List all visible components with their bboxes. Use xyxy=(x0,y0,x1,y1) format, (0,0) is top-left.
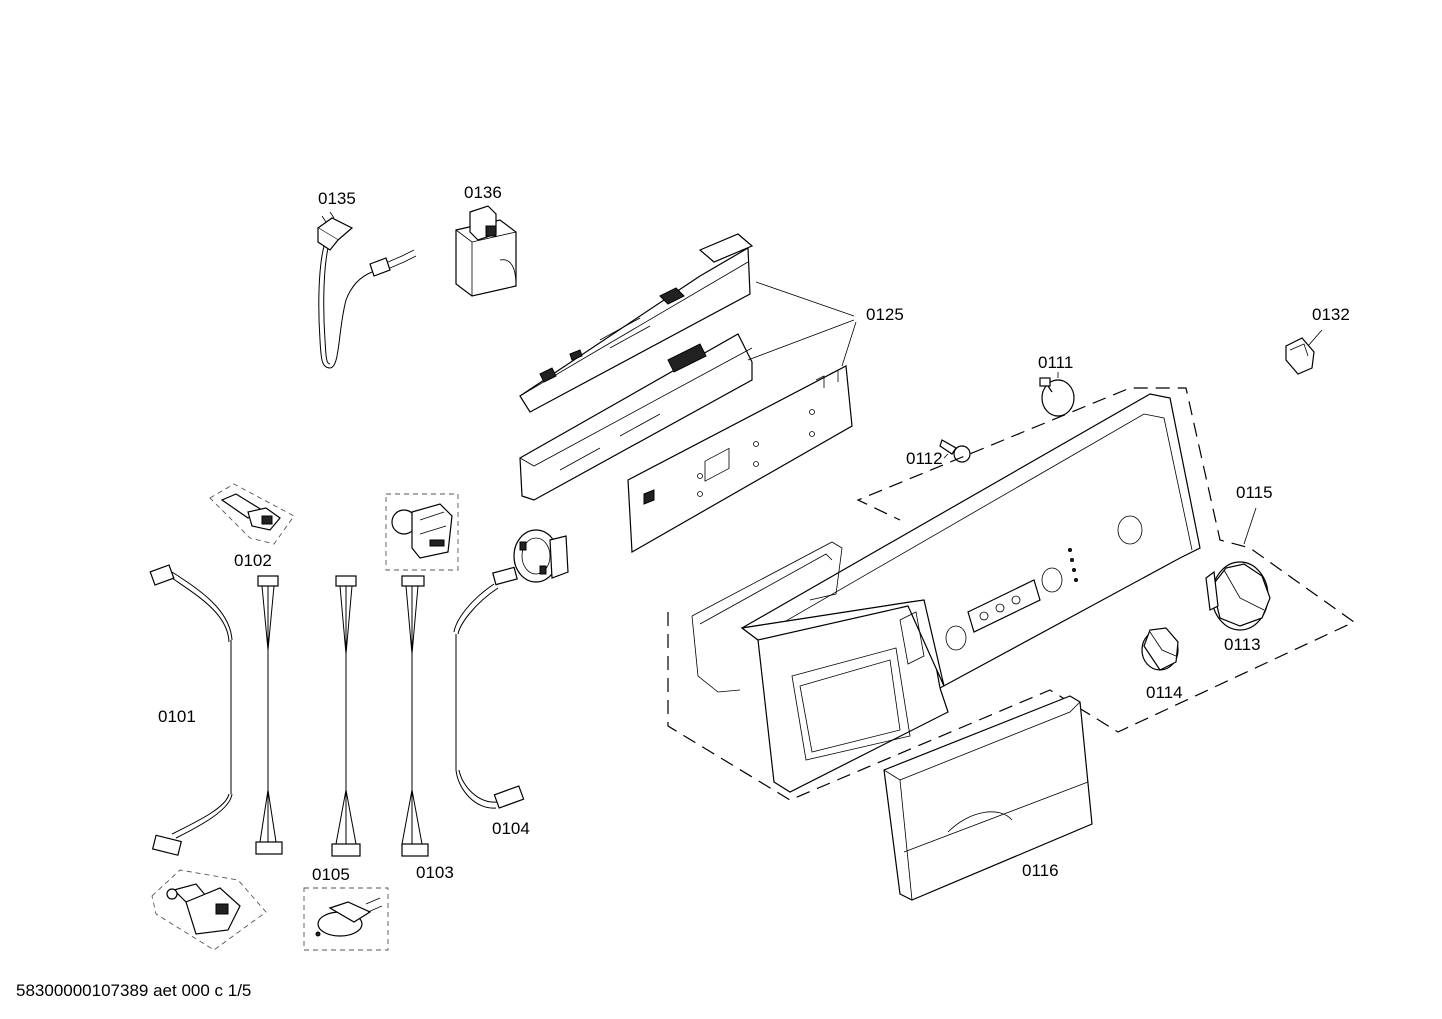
document-code: 58300000107389 aet 000 c 1/5 xyxy=(16,981,252,1000)
part-label-0101[interactable]: 0101 xyxy=(158,707,196,726)
door-lock-group-outline xyxy=(385,493,459,571)
interference-filter-part[interactable] xyxy=(455,205,517,297)
control-module-part[interactable] xyxy=(519,233,857,554)
part-label-0115[interactable]: 0115 xyxy=(1236,483,1273,502)
clip-part[interactable] xyxy=(1285,329,1323,375)
control-panel-fascia[interactable] xyxy=(691,393,1201,793)
door-lock-part[interactable] xyxy=(391,503,453,559)
wiring-harness-0105[interactable] xyxy=(331,575,361,857)
part-label-0125[interactable]: 0125 xyxy=(866,305,904,324)
part-label-0112[interactable]: 0112 xyxy=(906,449,943,468)
part-label-0132[interactable]: 0132 xyxy=(1312,305,1350,324)
part-label-0103[interactable]: 0103 xyxy=(416,863,454,882)
small-spindle-part[interactable] xyxy=(939,439,971,463)
part-label-0111[interactable]: 0111 xyxy=(1038,353,1074,372)
power-cord-part[interactable] xyxy=(316,211,417,369)
detergent-drawer-part[interactable] xyxy=(883,695,1093,901)
part-label-0116[interactable]: 0116 xyxy=(1022,861,1059,880)
part-label-0136[interactable]: 0136 xyxy=(464,183,502,202)
wiring-harness-0103[interactable] xyxy=(401,575,429,857)
pump-group-outline xyxy=(151,869,267,951)
programme-knob-part[interactable] xyxy=(1205,507,1271,631)
small-knob-part[interactable] xyxy=(1141,627,1179,671)
spindle-part[interactable] xyxy=(1039,372,1075,417)
thermostat-part[interactable] xyxy=(315,897,383,937)
wiring-harness-0104[interactable] xyxy=(453,566,525,809)
part-label-0135[interactable]: 0135 xyxy=(318,189,356,208)
part-label-0104[interactable]: 0104 xyxy=(492,819,530,838)
wiring-harness-0101[interactable] xyxy=(149,564,233,856)
pressure-switch-part[interactable] xyxy=(513,529,569,583)
sensor-group-outline xyxy=(209,483,295,545)
part-label-0113[interactable]: 0113 xyxy=(1224,635,1261,654)
part-label-0114[interactable]: 0114 xyxy=(1146,683,1183,702)
temperature-sensor-part[interactable] xyxy=(220,493,281,531)
part-label-0105[interactable]: 0105 xyxy=(312,865,350,884)
thermostat-group-outline xyxy=(303,887,389,951)
panel-group-outline xyxy=(667,387,1356,801)
drain-pump-part[interactable] xyxy=(166,883,241,935)
wiring-harness-0102[interactable] xyxy=(255,575,283,855)
part-label-0102[interactable]: 0102 xyxy=(234,551,272,570)
